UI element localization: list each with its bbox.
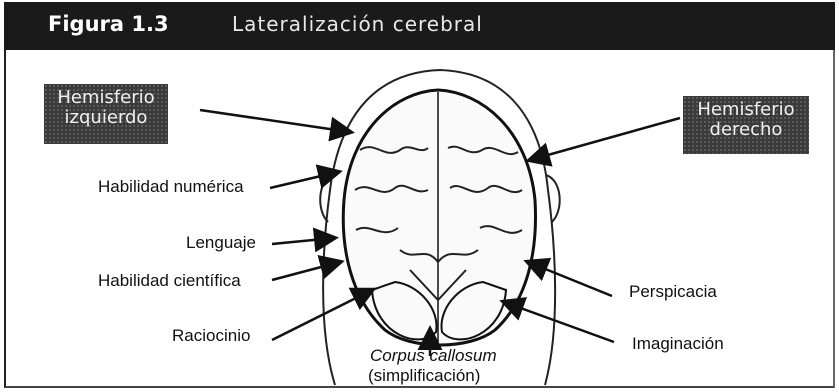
label-insight: Perspicacia xyxy=(629,282,717,302)
label-corpus-note: (simplificación) xyxy=(368,366,480,386)
label-imagination: Imaginación xyxy=(632,334,724,354)
label-reasoning: Raciocinio xyxy=(172,326,250,346)
label-corpus: Corpus callosum xyxy=(370,346,497,366)
label-scientific: Habilidad científica xyxy=(98,271,241,291)
brain-outline xyxy=(343,90,535,345)
label-numeric: Habilidad numérica xyxy=(98,177,244,197)
label-language: Lenguaje xyxy=(186,233,256,253)
